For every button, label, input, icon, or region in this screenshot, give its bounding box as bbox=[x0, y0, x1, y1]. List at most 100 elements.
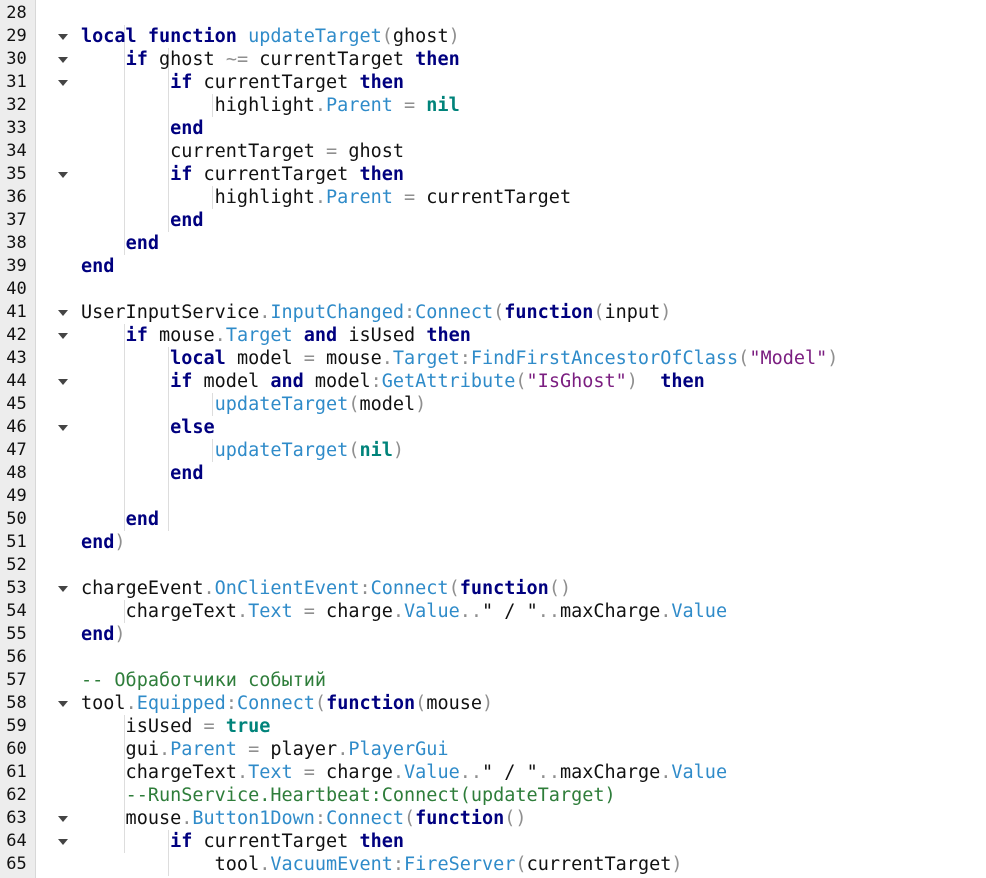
code-text[interactable]: updateTarget(nil) bbox=[81, 439, 404, 462]
code-line[interactable]: 43 local model = mouse.Target:FindFirstA… bbox=[0, 347, 986, 370]
line-number: 43 bbox=[6, 348, 27, 368]
code-line[interactable]: 61 chargeText.Text = charge.Value.." / "… bbox=[0, 761, 986, 784]
code-line[interactable]: 36 highlight.Parent = currentTarget bbox=[0, 186, 986, 209]
code-line[interactable]: 35 if currentTarget then bbox=[0, 163, 986, 186]
code-line[interactable]: 50 end bbox=[0, 508, 986, 531]
code-text[interactable]: local function updateTarget(ghost) bbox=[81, 25, 460, 48]
code-text[interactable]: if mouse.Target and isUsed then bbox=[81, 324, 471, 347]
comment-token: -- Обработчики событий bbox=[81, 670, 327, 691]
code-line[interactable]: 45 updateTarget(model) bbox=[0, 393, 986, 416]
code-text[interactable]: end bbox=[81, 209, 203, 232]
text-token: model bbox=[303, 371, 371, 392]
code-text[interactable]: if model and model:GetAttribute("IsGhost… bbox=[81, 370, 705, 393]
code-text[interactable]: end) bbox=[81, 531, 126, 554]
code-line[interactable]: 40 bbox=[0, 278, 986, 301]
code-text[interactable]: chargeText.Text = charge.Value.." / "..m… bbox=[81, 600, 728, 623]
code-line[interactable]: 49 bbox=[0, 485, 986, 508]
fold-arrow-icon[interactable] bbox=[58, 57, 68, 63]
code-line[interactable]: 65 tool.VacuumEvent:FireServer(currentTa… bbox=[0, 853, 986, 876]
code-line[interactable]: 32 highlight.Parent = nil bbox=[0, 94, 986, 117]
code-line[interactable]: 52 bbox=[0, 554, 986, 577]
fold-arrow-icon[interactable] bbox=[58, 310, 68, 316]
code-text[interactable]: end bbox=[81, 117, 203, 140]
code-line[interactable]: 33 end bbox=[0, 117, 986, 140]
code-line[interactable]: 56 bbox=[0, 646, 986, 669]
keyword-token: then bbox=[426, 325, 471, 346]
text-token bbox=[81, 394, 215, 415]
code-line[interactable]: 28 bbox=[0, 2, 986, 25]
code-text[interactable]: highlight.Parent = nil bbox=[81, 94, 460, 117]
code-text[interactable]: chargeText.Text = charge.Value.." / "..m… bbox=[81, 761, 728, 784]
code-text[interactable]: highlight.Parent = currentTarget bbox=[81, 186, 571, 209]
code-text[interactable]: isUsed = true bbox=[81, 715, 271, 738]
code-text[interactable]: updateTarget(model) bbox=[81, 393, 427, 416]
fold-arrow-icon[interactable] bbox=[58, 839, 68, 845]
text-token bbox=[215, 716, 226, 737]
fold-arrow-icon[interactable] bbox=[58, 425, 68, 431]
code-line[interactable]: 59 isUsed = true bbox=[0, 715, 986, 738]
fold-arrow-icon[interactable] bbox=[58, 333, 68, 339]
code-line[interactable]: 62 --RunService.Heartbeat:Connect(update… bbox=[0, 784, 986, 807]
fold-arrow-icon[interactable] bbox=[58, 379, 68, 385]
code-text[interactable]: end) bbox=[81, 623, 126, 646]
code-line[interactable]: 37 end bbox=[0, 209, 986, 232]
identifier-token: Text bbox=[248, 601, 293, 622]
fold-arrow-icon[interactable] bbox=[58, 701, 68, 707]
code-line[interactable]: 54 chargeText.Text = charge.Value.." / "… bbox=[0, 600, 986, 623]
fold-arrow-icon[interactable] bbox=[58, 34, 68, 40]
code-line[interactable]: 57-- Обработчики событий bbox=[0, 669, 986, 692]
operator-token: . bbox=[214, 325, 226, 346]
text-token: charge bbox=[314, 601, 393, 622]
code-text[interactable]: end bbox=[81, 255, 114, 278]
code-text[interactable]: currentTarget = ghost bbox=[81, 140, 404, 163]
code-text[interactable]: if currentTarget then bbox=[81, 163, 404, 186]
line-number: 60 bbox=[6, 739, 27, 759]
code-text[interactable]: --RunService.Heartbeat:Connect(updateTar… bbox=[81, 784, 616, 807]
indent-guide bbox=[212, 186, 213, 209]
code-line[interactable]: 60 gui.Parent = player.PlayerGui bbox=[0, 738, 986, 761]
operator-token: . bbox=[314, 187, 327, 208]
code-text[interactable]: end bbox=[81, 462, 203, 485]
code-text[interactable]: else bbox=[81, 416, 215, 439]
line-number: 46 bbox=[6, 417, 27, 437]
code-line[interactable]: 34 currentTarget = ghost bbox=[0, 140, 986, 163]
code-line[interactable]: 47 updateTarget(nil) bbox=[0, 439, 986, 462]
code-text[interactable]: tool.VacuumEvent:FireServer(currentTarge… bbox=[81, 853, 683, 876]
code-text[interactable]: -- Обработчики событий bbox=[81, 669, 326, 692]
code-text[interactable]: if ghost ~= currentTarget then bbox=[81, 48, 460, 71]
code-text[interactable]: tool.Equipped:Connect(function(mouse) bbox=[81, 692, 493, 715]
code-line[interactable]: 31 if currentTarget then bbox=[0, 71, 986, 94]
code-line[interactable]: 42 if mouse.Target and isUsed then bbox=[0, 324, 986, 347]
code-text[interactable]: gui.Parent = player.PlayerGui bbox=[81, 738, 449, 761]
fold-arrow-icon[interactable] bbox=[58, 816, 68, 822]
code-text[interactable]: end bbox=[81, 508, 159, 531]
code-text[interactable]: local model = mouse.Target:FindFirstAnce… bbox=[81, 347, 838, 370]
code-line[interactable]: 48 end bbox=[0, 462, 986, 485]
fold-arrow-icon[interactable] bbox=[58, 172, 68, 178]
text-token: tool bbox=[81, 854, 260, 875]
fold-arrow-icon[interactable] bbox=[58, 586, 68, 592]
code-line[interactable]: 38 end bbox=[0, 232, 986, 255]
code-line[interactable]: 46 else bbox=[0, 416, 986, 439]
code-text[interactable]: UserInputService.InputChanged:Connect(fu… bbox=[81, 301, 671, 324]
code-text[interactable]: if currentTarget then bbox=[81, 830, 404, 853]
operator-token: ( bbox=[738, 348, 750, 369]
text-token: currentTarget bbox=[526, 854, 672, 875]
fold-arrow-icon[interactable] bbox=[58, 80, 68, 86]
code-text[interactable]: chargeEvent.OnClientEvent:Connect(functi… bbox=[81, 577, 571, 600]
code-line[interactable]: 44 if model and model:GetAttribute("IsGh… bbox=[0, 370, 986, 393]
code-line[interactable]: 63 mouse.Button1Down:Connect(function() bbox=[0, 807, 986, 830]
code-text[interactable]: mouse.Button1Down:Connect(function() bbox=[81, 807, 527, 830]
code-text[interactable]: end bbox=[81, 232, 159, 255]
code-line[interactable]: 30 if ghost ~= currentTarget then bbox=[0, 48, 986, 71]
code-line[interactable]: 64 if currentTarget then bbox=[0, 830, 986, 853]
code-text[interactable]: if currentTarget then bbox=[81, 71, 404, 94]
